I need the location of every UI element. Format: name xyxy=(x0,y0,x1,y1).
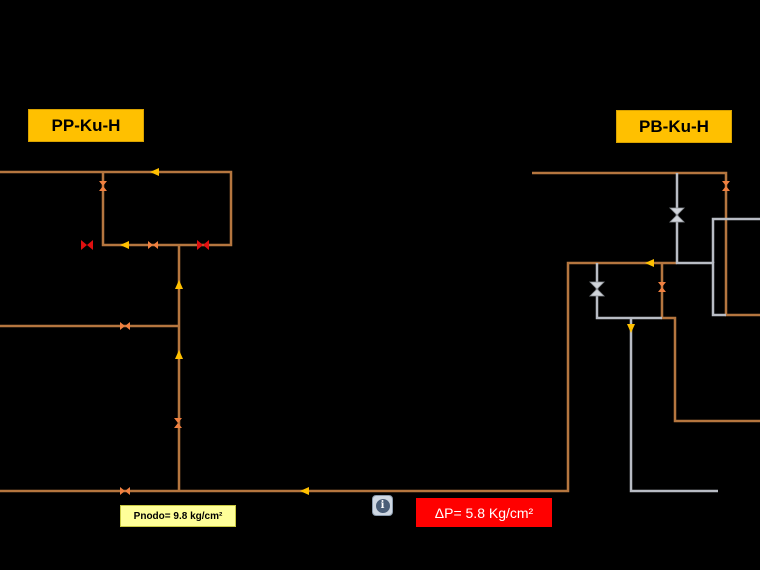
valve-icon xyxy=(722,181,730,191)
info-icon[interactable]: i xyxy=(372,495,393,516)
brown-pipes xyxy=(0,170,760,493)
flow-arrows xyxy=(120,168,654,495)
flow-arrow-left xyxy=(120,241,129,249)
valves-gray xyxy=(589,207,685,297)
valve-icon xyxy=(120,487,130,495)
pipe-gray-right xyxy=(711,217,760,263)
gray-pipes xyxy=(595,173,760,493)
flow-arrow-left xyxy=(300,487,309,495)
pipe-pb-down xyxy=(660,263,760,423)
valve-icon xyxy=(148,241,158,249)
node-pressure-label: Pnodo= 9.8 kg/cm² xyxy=(120,505,236,527)
flow-arrow-down xyxy=(627,324,635,333)
pipe-gray-outlet xyxy=(629,318,718,493)
pipe-gray-bypass-top xyxy=(675,173,726,317)
valve-gray-icon xyxy=(669,207,685,223)
valve-icon xyxy=(174,418,182,428)
valve-closed-icon xyxy=(81,240,93,250)
pipe-pb-top xyxy=(532,171,760,317)
flow-arrow-up xyxy=(175,280,183,289)
valves-open xyxy=(99,181,730,495)
pressure-drop-label: ΔP= 5.8 Kg/cm² xyxy=(416,498,552,527)
pipe-pp-top-loop xyxy=(0,170,233,247)
flow-arrow-left xyxy=(150,168,159,176)
flow-arrow-up xyxy=(175,350,183,359)
station-label-pb: PB-Ku-H xyxy=(616,110,732,143)
pipe-main-line xyxy=(0,261,677,493)
valve-icon xyxy=(120,322,130,330)
valve-icon xyxy=(99,181,107,191)
pipe-gray-bypass-mid xyxy=(595,263,662,320)
info-glyph: i xyxy=(375,498,390,513)
valves-closed xyxy=(81,240,209,250)
valve-closed-icon xyxy=(197,240,209,250)
station-label-pp: PP-Ku-H xyxy=(28,109,144,142)
flow-arrow-left xyxy=(645,259,654,267)
valve-gray-icon xyxy=(589,281,605,297)
valve-icon xyxy=(658,282,666,292)
